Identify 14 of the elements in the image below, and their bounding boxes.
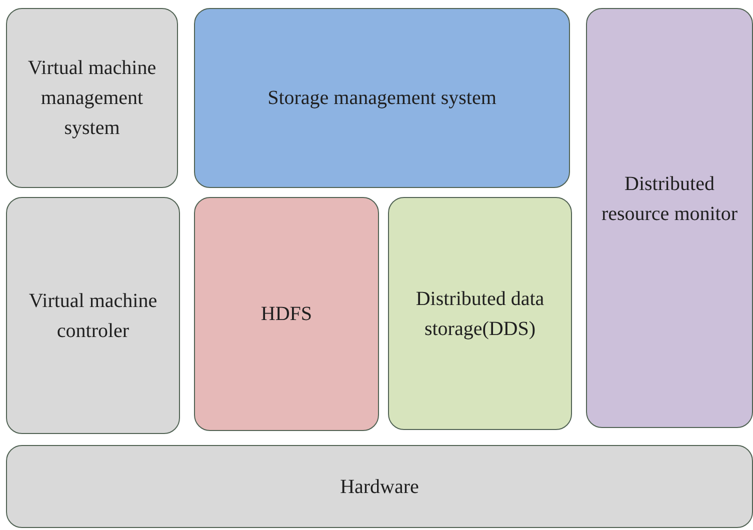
rounded-box [586,8,753,428]
box-label: Distributed resource monitor [600,172,739,227]
box-label: Distributed data storage(DDS) [414,286,546,342]
rounded-box [388,197,572,430]
box-label: Virtual machine controler [28,288,158,344]
box-label: Hardware [340,474,419,500]
rounded-box [6,445,753,528]
rounded-box [6,197,180,434]
rounded-box [6,8,178,188]
box-label: Virtual machine management system [26,56,158,141]
box-label: Storage management system [268,86,496,111]
box-label: HDFS [260,302,312,327]
rounded-box [194,197,379,431]
rounded-box [194,8,570,188]
